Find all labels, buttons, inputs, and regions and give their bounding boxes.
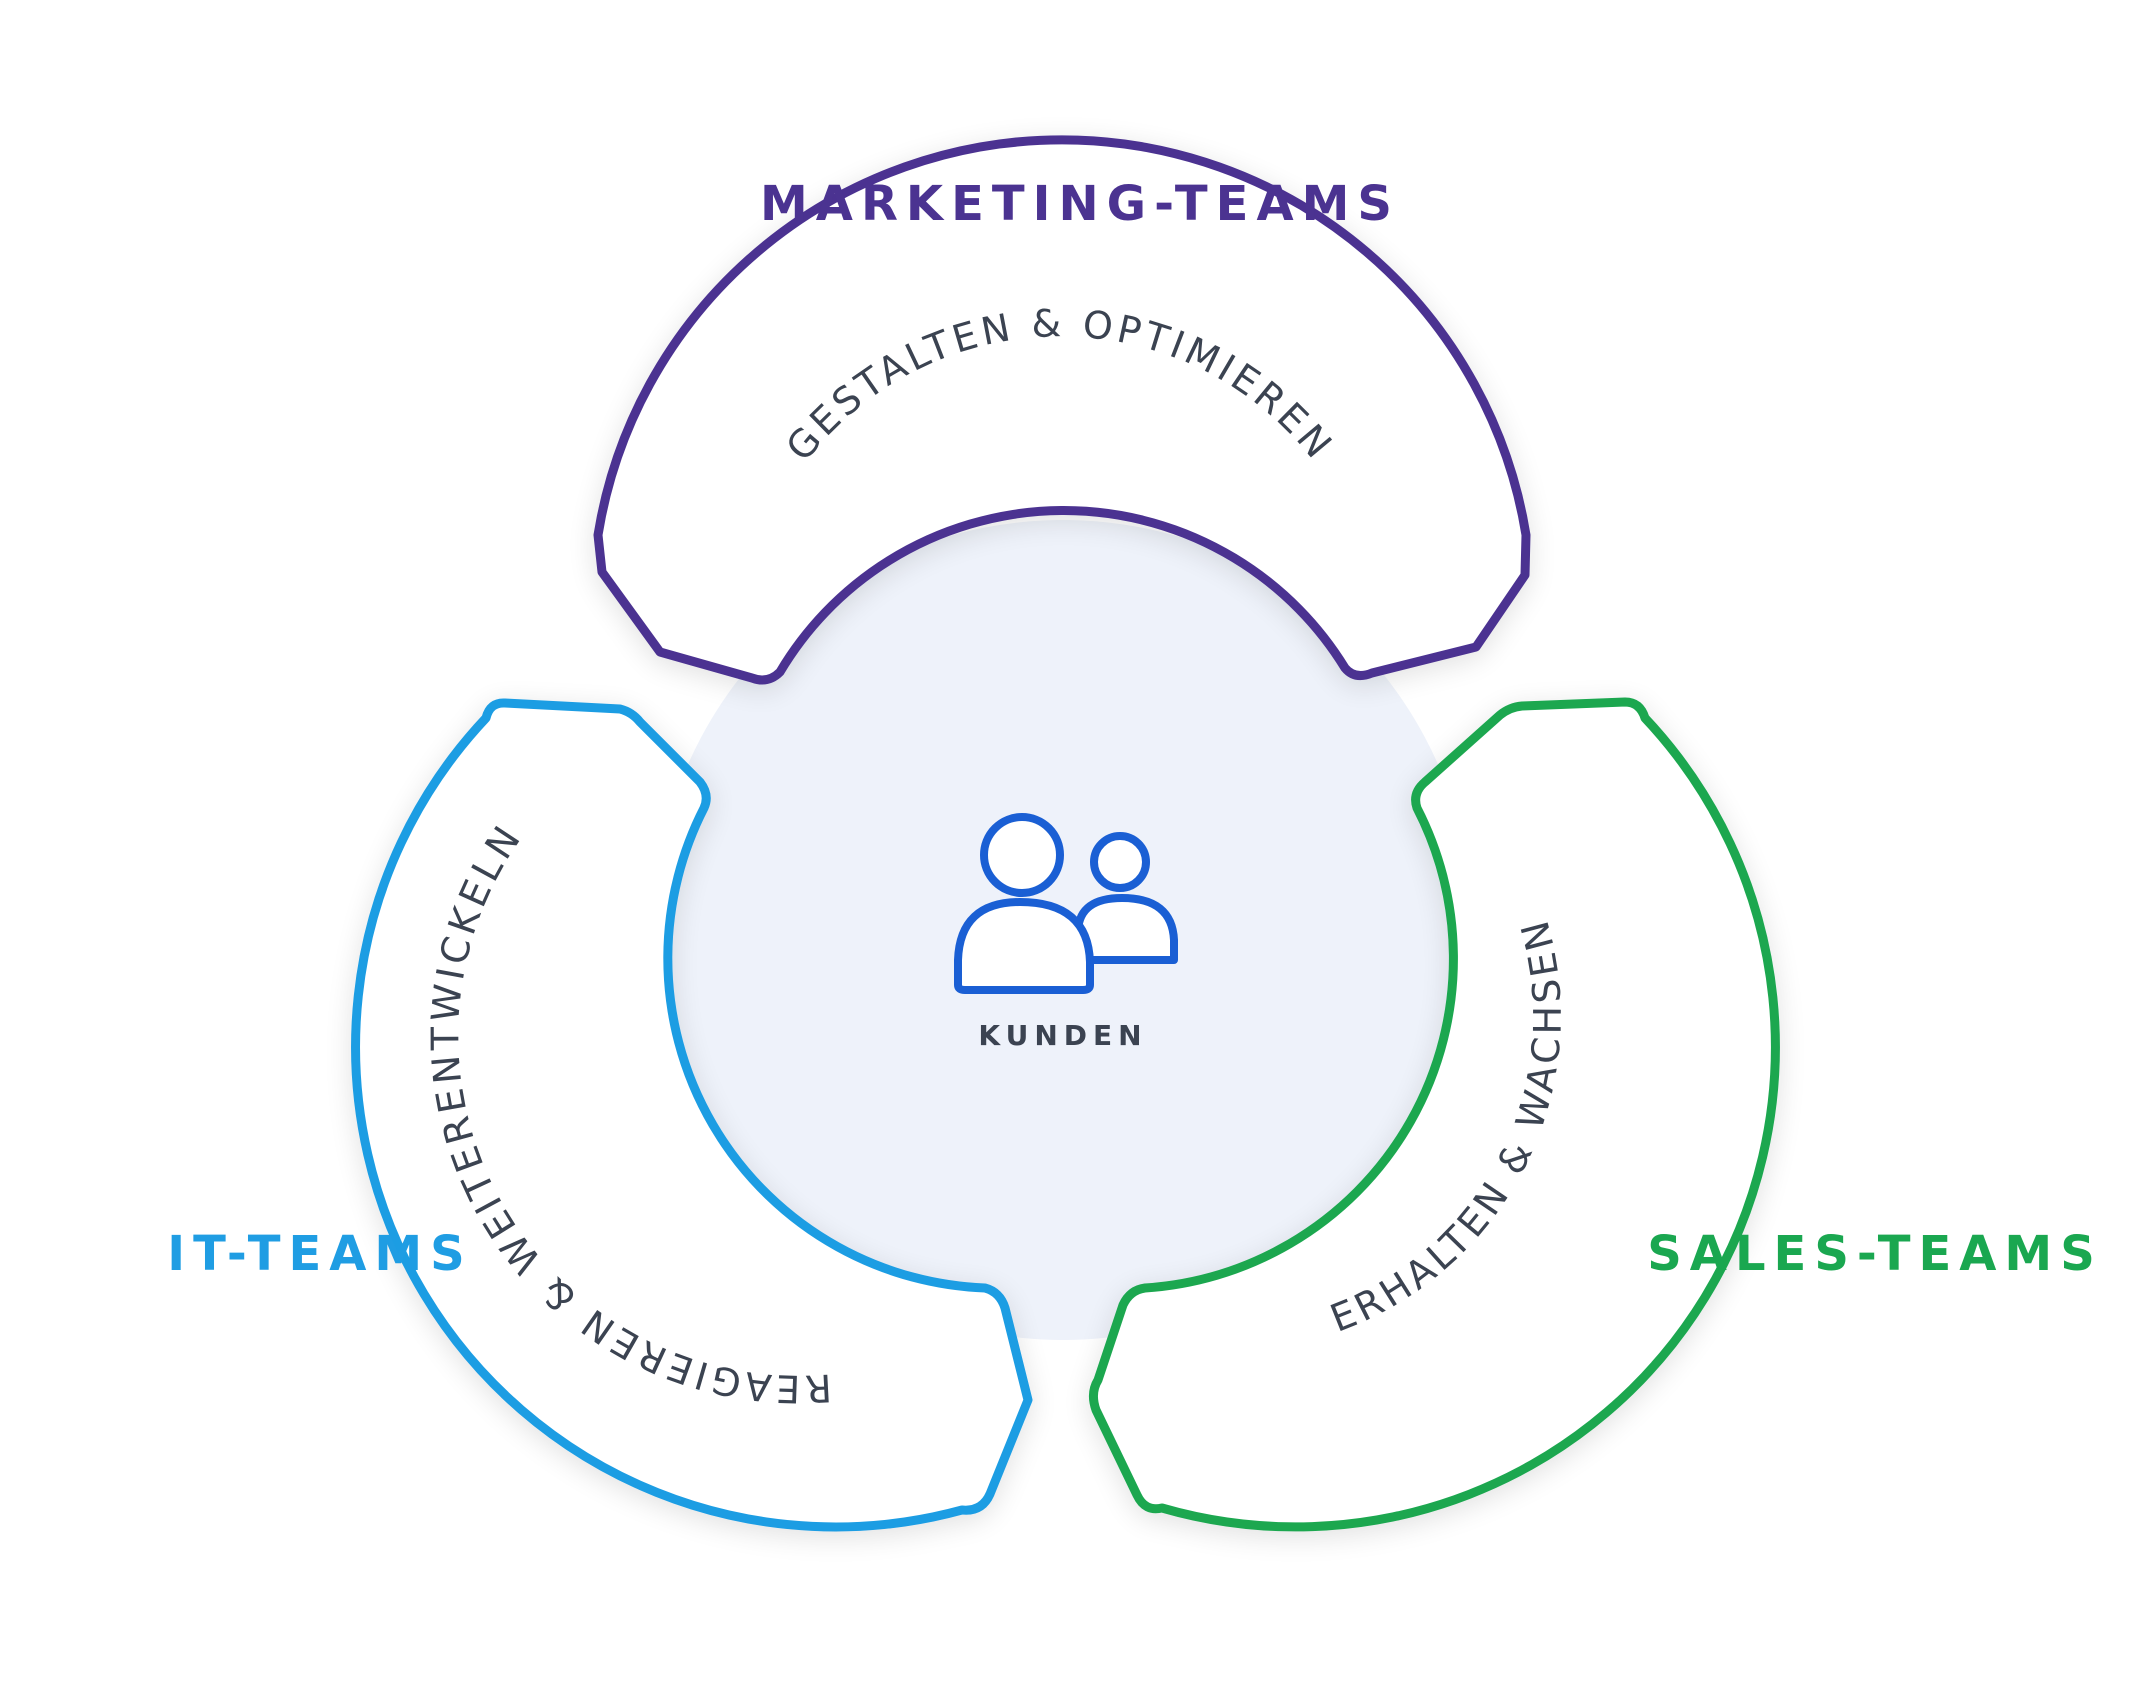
sales-teams-label: SALES-TEAMS [1647,1226,2103,1282]
customers-label: KUNDEN [978,1019,1147,1052]
sales-segment [1088,697,1780,1532]
it-segment [351,698,1033,1532]
marketing-teams-label: MARKETING-TEAMS [760,176,1400,232]
customers-icon [954,813,1178,994]
marketing-segment [593,135,1531,685]
it-teams-label: IT-TEAMS [167,1226,472,1282]
